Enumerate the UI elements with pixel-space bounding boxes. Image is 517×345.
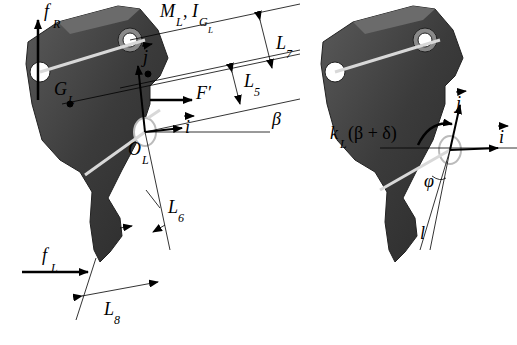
symbol-label: L [208, 26, 213, 35]
symbol-label: R [53, 18, 60, 30]
symbol-label: L [244, 72, 254, 90]
symbol-label: L [51, 262, 58, 274]
symbol-label: L [276, 34, 286, 52]
symbol-label: L [340, 138, 347, 150]
symbol-label: G [199, 16, 208, 28]
symbol-label: F′ [196, 84, 211, 102]
symbol-label: L [142, 154, 149, 166]
symbol-label: φ [424, 172, 434, 190]
latch-right [321, 6, 463, 262]
symbol-label: 8 [114, 314, 120, 326]
symbol-label: f [44, 2, 49, 20]
symbol-label: k [330, 124, 338, 142]
symbol-label: f [42, 246, 47, 264]
symbol-label: i [499, 128, 504, 146]
latch-left [26, 6, 168, 262]
axis-arrows-right [380, 91, 517, 250]
symbol-label: β [272, 110, 281, 128]
symbol-label: (β + δ) [348, 124, 397, 142]
symbol-label: L [104, 300, 114, 318]
symbol-label: M [160, 2, 175, 20]
symbol-label: I [192, 2, 198, 20]
symbol-label: L [168, 198, 178, 216]
dimension-lines [62, 4, 300, 320]
symbol-label: O [128, 140, 141, 158]
symbol-label: l [420, 224, 425, 242]
symbol-label: 6 [178, 212, 184, 224]
force-arrows [22, 20, 194, 272]
symbol-label: L [68, 94, 75, 106]
symbol-label: j [456, 94, 461, 112]
symbol-label: i [185, 118, 190, 136]
symbol-label: G [54, 80, 67, 98]
symbol-label: 7 [286, 48, 292, 60]
symbol-label: , [183, 2, 188, 20]
symbol-label: 5 [254, 86, 260, 98]
symbol-label: j [143, 48, 148, 66]
symbol-label: L [176, 16, 183, 28]
